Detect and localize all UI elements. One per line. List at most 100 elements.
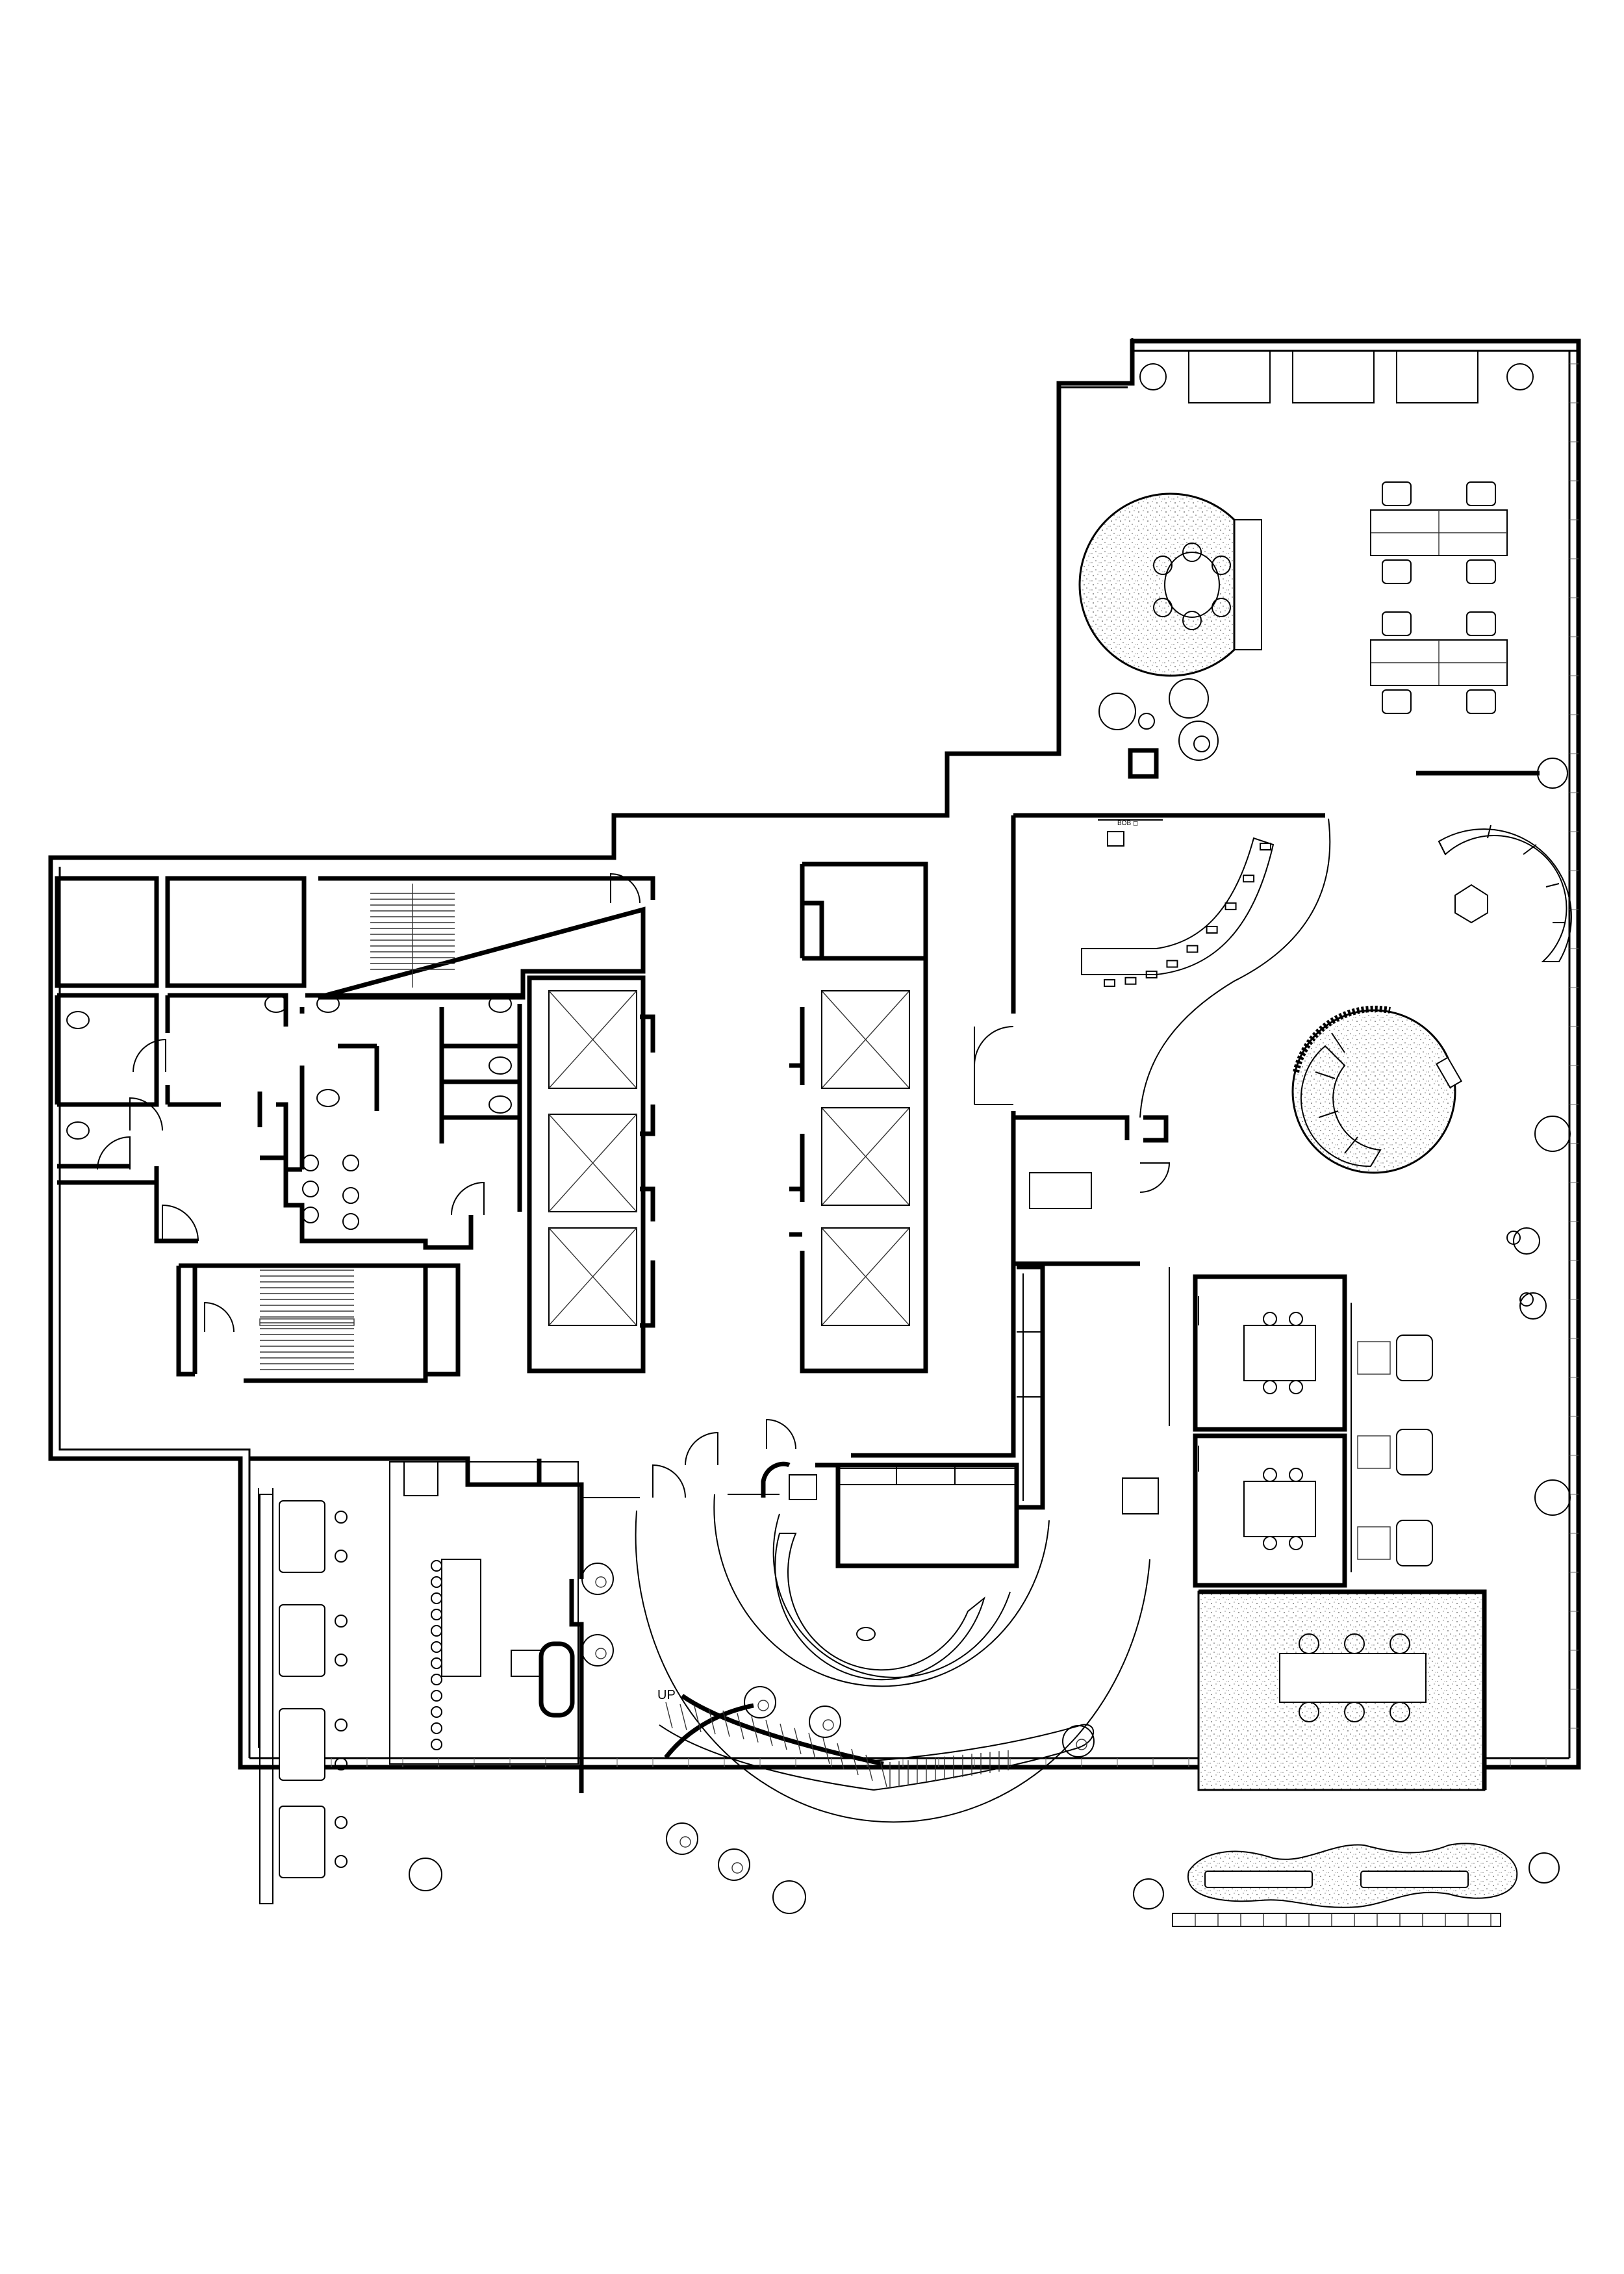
stool bbox=[335, 1615, 348, 1628]
reception-room bbox=[1011, 1115, 1171, 1266]
counter-stool bbox=[1224, 902, 1237, 910]
elevator-x bbox=[821, 1227, 910, 1326]
stool bbox=[335, 1654, 348, 1667]
stair-tread bbox=[722, 1710, 730, 1737]
toilet-icon bbox=[488, 995, 512, 1013]
toilet-icons bbox=[66, 995, 512, 1230]
bar-stool bbox=[431, 1625, 442, 1637]
counter-stool bbox=[1186, 945, 1199, 953]
counter-stool bbox=[1166, 960, 1178, 968]
lounge-chair bbox=[1062, 1725, 1095, 1757]
elevator-car bbox=[821, 990, 910, 1089]
corridor-walls bbox=[249, 815, 1045, 1793]
round-meeting-room bbox=[1291, 1005, 1571, 1516]
stair-tread bbox=[694, 1706, 702, 1733]
doors bbox=[97, 873, 796, 1498]
toilet-icon bbox=[488, 1056, 512, 1075]
counter-stool bbox=[1260, 843, 1271, 850]
chair bbox=[1289, 1312, 1303, 1326]
stair-tread bbox=[794, 1728, 802, 1754]
stair-1 bbox=[370, 884, 455, 988]
sink-icon bbox=[342, 1155, 359, 1171]
chair bbox=[1289, 1536, 1303, 1550]
bar-stool bbox=[431, 1592, 442, 1604]
sink-icon bbox=[302, 1181, 319, 1197]
stair-tread bbox=[737, 1713, 744, 1740]
chair bbox=[1263, 1380, 1277, 1394]
side-table bbox=[1357, 1435, 1391, 1469]
planter-3 bbox=[1396, 350, 1478, 403]
banquette-table bbox=[279, 1708, 325, 1781]
bar-stool bbox=[431, 1641, 442, 1653]
counter-stool bbox=[1206, 925, 1218, 934]
toilet-icon bbox=[264, 995, 288, 1013]
chair bbox=[1212, 598, 1231, 617]
chair bbox=[1289, 1468, 1303, 1482]
door-swing bbox=[129, 1097, 163, 1131]
lounge-chairs bbox=[581, 1563, 1095, 1881]
toilet-icon bbox=[488, 1095, 512, 1114]
stair-landing bbox=[259, 1318, 355, 1326]
lounge-chair bbox=[718, 1848, 750, 1881]
chair bbox=[1263, 1468, 1277, 1482]
south-bench bbox=[772, 1843, 1560, 1927]
stool bbox=[335, 1511, 348, 1524]
counter-stool bbox=[1124, 977, 1137, 985]
elevator-car bbox=[821, 1107, 910, 1206]
counter-stool bbox=[1243, 875, 1255, 883]
lounge-chair bbox=[744, 1686, 776, 1718]
desk-chair bbox=[1382, 559, 1412, 584]
chair bbox=[1153, 598, 1173, 617]
chair bbox=[1344, 1633, 1365, 1654]
side-table bbox=[1357, 1526, 1391, 1560]
sink-icon bbox=[342, 1187, 359, 1204]
chair bbox=[1263, 1536, 1277, 1550]
bar-stool bbox=[431, 1576, 442, 1588]
stool bbox=[335, 1757, 348, 1770]
counter-stool bbox=[1145, 970, 1158, 978]
elevator-core bbox=[527, 862, 928, 1373]
west-lounge bbox=[258, 1461, 579, 1904]
desk-chair bbox=[1466, 559, 1496, 584]
chair-seat bbox=[595, 1576, 607, 1588]
storage-room-2 bbox=[165, 876, 307, 988]
door-swing bbox=[162, 1204, 199, 1242]
bar-stool bbox=[431, 1560, 442, 1572]
reception-counter bbox=[1029, 1172, 1092, 1209]
chair-seat bbox=[731, 1862, 743, 1874]
stair-tread bbox=[679, 1704, 687, 1731]
toilet-icon bbox=[316, 995, 340, 1013]
chair bbox=[1389, 1702, 1410, 1722]
side-table bbox=[1357, 1341, 1391, 1375]
bar-stool bbox=[431, 1690, 442, 1702]
chair-seat bbox=[679, 1836, 691, 1848]
desk-chair bbox=[1382, 481, 1412, 506]
lounge-chair bbox=[1396, 1429, 1433, 1476]
chair bbox=[1153, 556, 1173, 575]
chair-seat bbox=[757, 1700, 769, 1711]
counter-stool bbox=[1104, 979, 1115, 987]
planter-2 bbox=[1292, 350, 1375, 403]
chair bbox=[1344, 1702, 1365, 1722]
door-swing bbox=[652, 1464, 686, 1498]
lounge-chair bbox=[1396, 1335, 1433, 1381]
stair-tread bbox=[865, 1754, 873, 1782]
stool bbox=[335, 1855, 348, 1868]
lounge-chair bbox=[1396, 1520, 1433, 1566]
door-swing bbox=[685, 1431, 718, 1466]
sink-icon bbox=[342, 1213, 359, 1230]
sink-icon bbox=[302, 1155, 319, 1171]
stair-tread bbox=[751, 1716, 759, 1743]
chair bbox=[1299, 1633, 1319, 1654]
bar-stool bbox=[431, 1722, 442, 1734]
sink-icon bbox=[302, 1207, 319, 1223]
chair bbox=[1389, 1633, 1410, 1654]
door-swing bbox=[766, 1418, 796, 1450]
chair-seat bbox=[595, 1648, 607, 1659]
bar-stool bbox=[431, 1706, 442, 1718]
door-swing bbox=[451, 1181, 485, 1216]
stool bbox=[335, 1550, 348, 1563]
elevator-x bbox=[821, 990, 910, 1089]
chair bbox=[1289, 1380, 1303, 1394]
